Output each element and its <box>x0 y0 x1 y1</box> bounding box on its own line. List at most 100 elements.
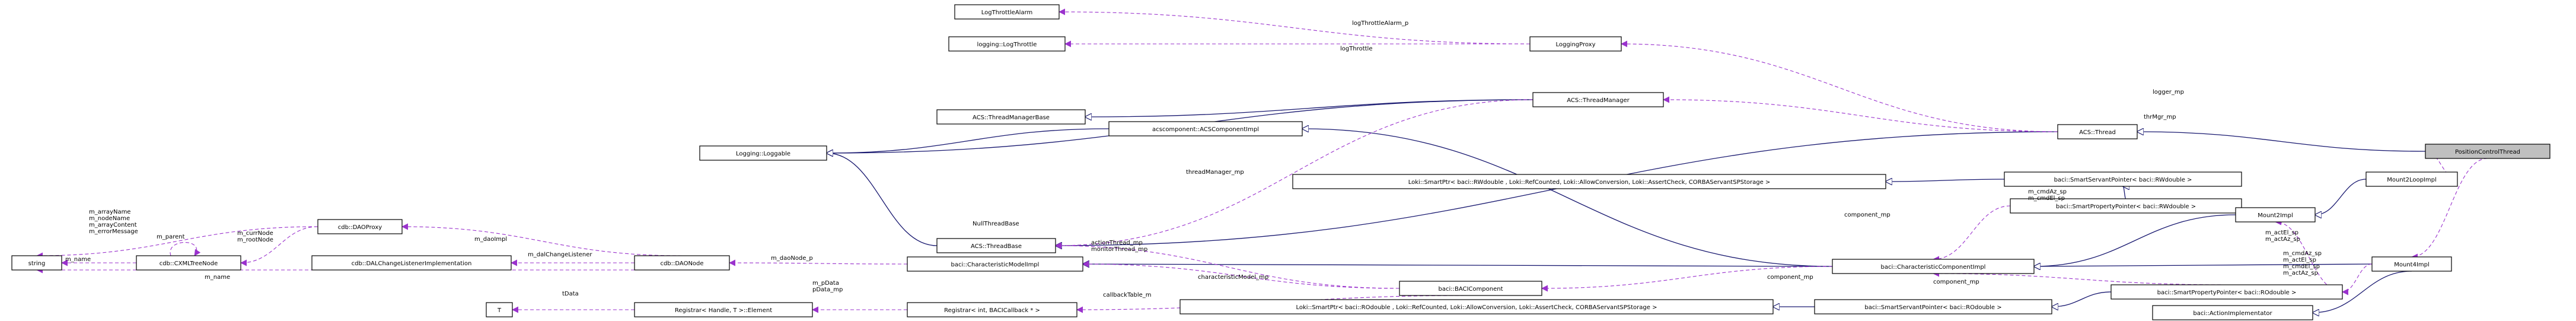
svg-text:baci::SmartServantPointer< bac: baci::SmartServantPointer< baci::ROdoubl… <box>1864 304 2001 311</box>
edge-ssprw-to-lokirw <box>1886 179 2005 182</box>
edge-characteristicmodel <box>1082 260 1400 289</box>
svg-text:baci::SmartPropertyPointer< ba: baci::SmartPropertyPointer< baci::ROdoub… <box>2157 290 2297 296</box>
edge-componentimpl-to-loggable <box>827 128 1110 153</box>
node-mount2loopimpl[interactable]: Mount2LoopImpl <box>2365 171 2458 187</box>
node-t[interactable]: T <box>486 302 513 317</box>
nodes: LogThrottleAlarm logging::LogThrottle Lo… <box>11 4 2551 320</box>
svg-text:acscomponent::ACSComponentImpl: acscomponent::ACSComponentImpl <box>1152 126 1259 133</box>
node-positioncontrolthread[interactable]: PositionControlThread <box>2425 144 2551 159</box>
node-baci-characteristicmodelimpl[interactable]: baci::CharacteristicModelImpl <box>907 256 1083 272</box>
label-callbacktable: callbackTable_m <box>1103 292 1152 298</box>
node-cdb-cxmltreenode[interactable]: cdb::CXMLTreeNode <box>136 255 241 271</box>
svg-text:Registrar< int, BACICallback *: Registrar< int, BACICallback * > <box>944 307 1040 314</box>
svg-text:cdb::DALChangeListenerImplemen: cdb::DALChangeListenerImplementation <box>352 260 472 267</box>
label-thrmgr-mp: thrMgr_mp <box>2144 114 2176 120</box>
node-acs-threadmanagerbase[interactable]: ACS::ThreadManagerBase <box>936 109 1086 125</box>
label-daoimpl: m_daoImpl <box>474 236 507 243</box>
node-baci-ssp-rodouble[interactable]: baci::SmartServantPointer< baci::ROdoubl… <box>1814 299 2052 314</box>
node-cdb-dalchangelistener[interactable]: cdb::DALChangeListenerImplementation <box>311 255 512 271</box>
node-loki-rodouble[interactable]: Loki::SmartPtr< baci::ROdouble , Loki::R… <box>1179 299 1774 314</box>
svg-text:baci::BACIComponent: baci::BACIComponent <box>1438 286 1503 293</box>
node-logging-loggable[interactable]: Logging::Loggable <box>699 145 827 161</box>
svg-text:string: string <box>28 260 46 267</box>
label-component-mp-ro: component_mp <box>1933 279 1979 285</box>
edge-charcomp-to-acscomp <box>1302 129 1833 267</box>
node-acs-threadmanager[interactable]: ACS::ThreadManager <box>1532 92 1664 107</box>
svg-text:LogThrottleAlarm: LogThrottleAlarm <box>981 9 1033 16</box>
svg-text:Mount2Impl: Mount2Impl <box>2258 212 2293 219</box>
node-baci-ssp-rwdouble[interactable]: baci::SmartServantPointer< baci::RWdoubl… <box>2004 171 2242 187</box>
node-registrar-int[interactable]: Registrar< int, BACICallback * > <box>907 302 1077 317</box>
node-string[interactable]: string <box>11 255 62 271</box>
label-component-mp-rw: component_mp <box>1844 212 1890 218</box>
label-component-mp-mid: component_mp <box>1767 274 1813 281</box>
node-acs-thread[interactable]: ACS::Thread <box>2057 124 2138 139</box>
svg-text:Registrar< Handle, T >::Elemen: Registrar< Handle, T >::Element <box>675 307 772 314</box>
node-baci-spp-rwdouble[interactable]: baci::SmartPropertyPointer< baci::RWdoub… <box>2010 198 2242 214</box>
edge-logthrottlealarm <box>1059 8 1531 45</box>
node-logthrottlealarm[interactable]: LogThrottleAlarm <box>954 4 1060 20</box>
svg-text:cdb::DAOProxy: cdb::DAOProxy <box>338 224 382 231</box>
node-acs-threadbase[interactable]: ACS::ThreadBase <box>936 238 1056 253</box>
node-baci-characteristiccomponentimpl[interactable]: baci::CharacteristicComponentImpl <box>1832 259 2035 274</box>
edge-mount2-to-charcomp <box>2034 214 2236 266</box>
edge-cmdaz-ro <box>2342 263 2373 295</box>
node-mount2impl[interactable]: Mount2Impl <box>2235 207 2316 223</box>
svg-text:baci::SmartPropertyPointer< ba: baci::SmartPropertyPointer< baci::RWdoub… <box>2056 204 2196 210</box>
svg-text:baci::CharacteristicComponentI: baci::CharacteristicComponentImpl <box>1881 264 1986 271</box>
svg-text:Loki::SmartPtr< baci::RWdouble: Loki::SmartPtr< baci::RWdouble , Loki::R… <box>1408 179 1771 186</box>
label-threadmanager-mp: threadManager_mp <box>1186 169 1244 176</box>
edge-actionthread <box>1055 242 1400 289</box>
edge-mount2loop-to-mount2 <box>2315 179 2367 215</box>
edge-component-mp-mid <box>1541 266 1833 292</box>
label-nullthreadbase: NullThreadBase <box>973 221 1019 227</box>
svg-text:baci::SmartServantPointer< bac: baci::SmartServantPointer< baci::RWdoubl… <box>2054 177 2192 183</box>
node-registrar-handle[interactable]: Registrar< Handle, T >::Element <box>634 302 813 317</box>
node-baci-baocomponent[interactable]: baci::BACIComponent <box>1399 281 1542 296</box>
edge-component-mp-rw <box>1933 205 2011 263</box>
edge-spprw-to-ssprw <box>2123 186 2126 199</box>
svg-text:ACS::ThreadBase: ACS::ThreadBase <box>971 243 1022 250</box>
edge-labels: logThrottleAlarm_p logThrottle logger_mp… <box>1186 20 2184 176</box>
node-baci-actionimplementator[interactable]: baci::ActionImplementator <box>2152 305 2313 320</box>
svg-text:LoggingProxy: LoggingProxy <box>1555 42 1595 48</box>
svg-text:baci::ActionImplementator: baci::ActionImplementator <box>2193 310 2272 317</box>
node-loggingproxy[interactable]: LoggingProxy <box>1529 36 1622 52</box>
label-tdata: tData <box>562 291 579 297</box>
svg-text:Logging::Loggable: Logging::Loggable <box>736 151 790 157</box>
node-cdb-daoproxy[interactable]: cdb::DAOProxy <box>317 219 403 234</box>
svg-text:ACS::ThreadManagerBase: ACS::ThreadManagerBase <box>973 115 1050 121</box>
label-daonode-p: m_daoNode_p <box>771 255 813 262</box>
node-mount4impl[interactable]: Mount4Impl <box>2371 256 2452 272</box>
node-cdb-daonode[interactable]: cdb::DAONode <box>634 255 730 271</box>
node-acscomponent-impl[interactable]: acscomponent::ACSComponentImpl <box>1108 121 1303 136</box>
edge-thread-to-positioncontrol <box>2137 132 2426 152</box>
edge-daonode-p <box>729 259 908 266</box>
edge-mount-p-mid <box>2411 158 2488 260</box>
svg-text:cdb::DAONode: cdb::DAONode <box>660 260 703 267</box>
edge-arrayname <box>36 226 318 259</box>
svg-text:Mount2LoopImpl: Mount2LoopImpl <box>2387 177 2437 183</box>
label-mname-1: m_name <box>65 256 91 263</box>
svg-text:ACS::ThreadManager: ACS::ThreadManager <box>1567 97 1630 104</box>
svg-text:cdb::CXMLTreeNode: cdb::CXMLTreeNode <box>160 260 218 267</box>
node-baci-spp-rodouble[interactable]: baci::SmartPropertyPointer< baci::ROdoub… <box>2110 284 2343 300</box>
node-loki-rwdouble[interactable]: Loki::SmartPtr< baci::RWdouble , Loki::R… <box>1292 174 1886 189</box>
label-mname-2: m_name <box>205 274 230 281</box>
edge-actel-sp <box>2275 218 2343 293</box>
svg-text:PositionControlThread: PositionControlThread <box>2455 149 2520 155</box>
node-logging-logthrottle[interactable]: logging::LogThrottle <box>948 36 1066 52</box>
edge-charcomp-to-charmodel <box>1083 264 1833 266</box>
edge-threadmanager-to-base <box>1085 99 1534 117</box>
svg-text:logging::LogThrottle: logging::LogThrottle <box>977 42 1037 48</box>
edge-threadmanager-mp <box>1055 99 1534 249</box>
